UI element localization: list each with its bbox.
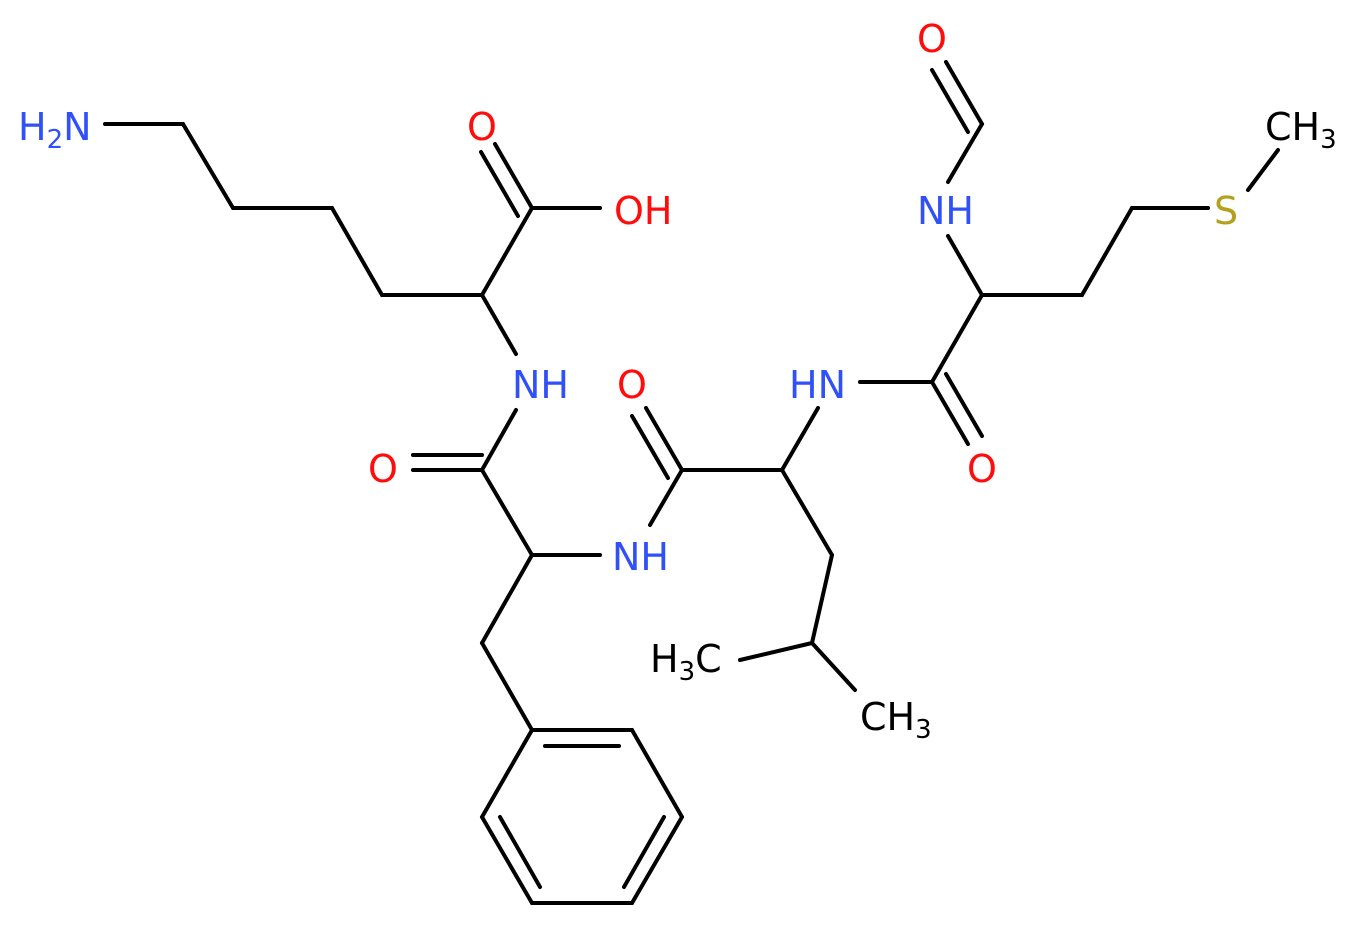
bond-c3-c4 bbox=[330, 206, 384, 297]
bond-cmet-o-b bbox=[944, 372, 984, 438]
bond-cleu-o-b bbox=[630, 414, 670, 480]
bond-cleu-o-a bbox=[644, 406, 684, 472]
bond-cmet-camet bbox=[930, 293, 984, 384]
ring-bond-2 bbox=[630, 728, 684, 819]
formyl-nh-label: NH bbox=[917, 189, 974, 233]
leu-methyl-left-label: H3C bbox=[650, 637, 722, 687]
phe-amide-nh-label: NH bbox=[612, 535, 669, 579]
met-carbonyl-oxygen-label: O bbox=[967, 447, 997, 491]
bond-cooh-o-a bbox=[493, 142, 534, 210]
sulfur-label: S bbox=[1214, 189, 1238, 233]
bond-cg-me2 bbox=[810, 641, 857, 692]
bond-cg-me1 bbox=[738, 641, 814, 662]
bond-ca-nh bbox=[480, 293, 518, 356]
s-methyl-label: CH3 bbox=[1265, 105, 1337, 155]
bond-c-cphe bbox=[480, 468, 534, 557]
bond-cooh-o-b bbox=[479, 150, 520, 218]
bond-nh-cleu bbox=[648, 468, 684, 527]
ring-bond-3 bbox=[630, 815, 684, 905]
bond-cformyl-o-a bbox=[944, 60, 984, 126]
bond-cmet-o-a bbox=[930, 380, 970, 446]
bond-ch2-ring bbox=[480, 641, 534, 732]
atom-labels: H2N O OH NH O NH O HN O NH O S CH3 H3C C… bbox=[18, 17, 1337, 745]
leu-methyl-right-label: CH3 bbox=[860, 695, 932, 745]
bond-cphe-ch2 bbox=[480, 553, 534, 645]
leu-amide-hn-label: HN bbox=[789, 363, 846, 407]
bond-ca-cooh bbox=[480, 206, 534, 297]
ring-bond-3-inner bbox=[622, 815, 666, 889]
bonds bbox=[103, 60, 1280, 905]
amine-label: H2N bbox=[18, 105, 92, 155]
bond-cb-cg-met bbox=[1080, 206, 1134, 297]
bond-s-ch3 bbox=[1246, 148, 1280, 192]
acid-hydroxyl-label: OH bbox=[614, 189, 672, 233]
bond-nh-cformyl bbox=[946, 122, 984, 184]
bond-caleu-cb bbox=[780, 468, 834, 557]
bond-camet-nh bbox=[946, 234, 984, 297]
bond-c1-c2 bbox=[181, 122, 235, 210]
ring-bond-5 bbox=[480, 815, 534, 905]
ring-bond-6 bbox=[480, 728, 534, 819]
bond-caleu-hn bbox=[780, 406, 820, 472]
phe-carbonyl-oxygen-label: O bbox=[368, 447, 398, 491]
bond-nh-c bbox=[480, 408, 518, 472]
bond-cb-cg bbox=[810, 553, 834, 645]
acid-carbonyl-oxygen-label: O bbox=[467, 105, 497, 149]
lys-amide-nh-label: NH bbox=[512, 363, 569, 407]
ring-bond-5-inner bbox=[498, 815, 542, 889]
formyl-oxygen-label: O bbox=[917, 17, 947, 61]
leu-carbonyl-oxygen-label: O bbox=[617, 363, 647, 407]
bond-cformyl-o-b bbox=[930, 68, 970, 134]
